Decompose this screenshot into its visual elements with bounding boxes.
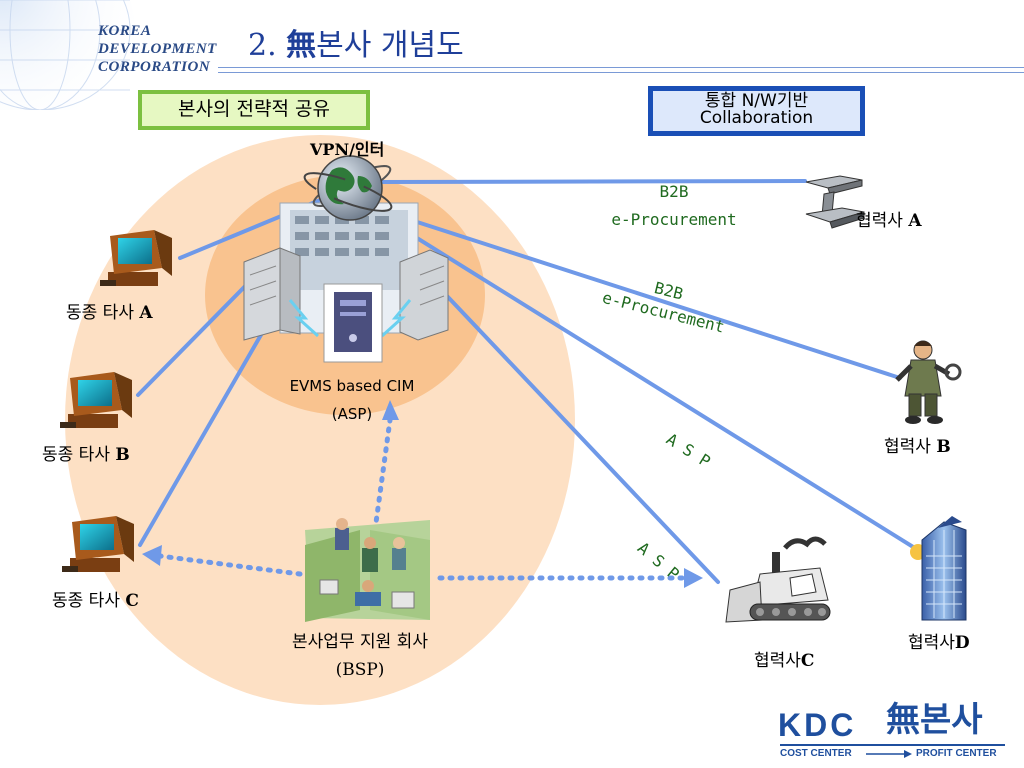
globe-watermark	[0, 0, 135, 110]
kdc-logo: KDC	[778, 708, 856, 742]
partner-label-d: 협력사D	[908, 628, 970, 653]
partner-b-name: 협력사	[884, 437, 931, 457]
kdc-hanja-text: 無본사	[886, 700, 983, 740]
peer-c-name: 동종 타사	[52, 591, 120, 611]
page-title: 2. 無본사 개념도	[248, 20, 464, 64]
title-number: 2.	[248, 28, 277, 63]
partner-label-b: 협력사 B	[884, 432, 951, 457]
network-badge-line-2: Collaboration	[699, 108, 814, 128]
header-rule	[218, 67, 1024, 73]
profit-center-text: PROFIT CENTER	[916, 748, 997, 759]
globe-icon	[303, 155, 393, 221]
kdc-hanja: 無본사	[886, 700, 983, 740]
partner-a-name: 협력사	[856, 211, 903, 231]
computer-icon-peer-b	[60, 372, 132, 428]
peer-label-a: 동종 타사 A	[66, 298, 153, 323]
partner-c-name: 협력사	[754, 651, 801, 671]
line-to-partner-a	[378, 179, 807, 184]
center-label-line-2: (ASP)	[331, 405, 373, 423]
cost-to-profit-arrowhead	[904, 750, 912, 758]
partner-b-suffix: B	[936, 437, 951, 457]
company-logo: KOREA DEVELOPMENT CORPORATION	[98, 22, 217, 76]
partner-label-a: 협력사 A	[856, 206, 922, 231]
peer-label-c: 동종 타사 C	[52, 586, 139, 611]
edge-label-b2b-a: B2B e-Procurement	[598, 178, 750, 234]
dotted-to-peer-c	[157, 553, 303, 577]
peer-c-suffix: C	[125, 591, 139, 611]
partner-d-suffix: D	[954, 633, 970, 653]
strategy-badge-text: 본사의 전략적 공유	[178, 98, 330, 120]
computer-icon-peer-c	[62, 516, 134, 572]
arrowhead-peer-c	[142, 545, 162, 566]
tower-building-icon	[910, 516, 967, 621]
company-line-1: KOREA	[98, 23, 152, 39]
dotted-to-center	[372, 417, 393, 533]
bulldozer-icon	[725, 536, 831, 623]
bsp-label: 본사업무 지원 회사 (BSP)	[270, 628, 450, 684]
vpn-label-text: VPN/인터	[310, 140, 385, 159]
company-line-3: CORPORATION	[98, 59, 211, 75]
cost-center-label: COST CENTER	[780, 748, 852, 759]
network-badge-line-1: 통합 N/W기반	[704, 91, 809, 111]
profit-center-label: PROFIT CENTER	[916, 748, 997, 759]
company-line-2: DEVELOPMENT	[98, 41, 217, 57]
edge-b2b-a-line-1: B2B	[659, 182, 689, 201]
partner-d-name: 협력사	[908, 633, 955, 653]
steel-beam-icon	[805, 175, 865, 229]
line-to-partner-b	[378, 208, 902, 380]
worker-icon	[895, 340, 962, 424]
peer-b-name: 동종 타사	[42, 445, 110, 465]
arrowhead-partner-c	[684, 568, 703, 588]
computer-icon-peer-a	[100, 230, 172, 286]
partner-label-c: 협력사C	[754, 646, 814, 671]
title-strong: 無	[286, 28, 317, 63]
partner-c-suffix: C	[800, 651, 815, 671]
kdc-logo-text: KDC	[778, 707, 857, 743]
arrowhead-center	[382, 400, 399, 420]
peer-label-b: 동종 타사 B	[42, 440, 130, 465]
peer-a-name: 동종 타사	[66, 303, 134, 323]
line-to-partner-d	[378, 213, 920, 552]
strategy-badge: 본사의 전략적 공유	[138, 90, 370, 130]
partner-a-suffix: A	[908, 211, 922, 231]
edge-b2b-a-line-2: e-Procurement	[611, 210, 737, 229]
bsp-label-line-1: 본사업무 지원 회사	[292, 632, 428, 652]
network-badge: 통합 N/W기반 Collaboration	[648, 86, 865, 136]
center-label: EVMS based CIM (ASP)	[272, 372, 432, 428]
vpn-label: VPN/인터	[310, 136, 384, 160]
server-cluster-icon	[243, 202, 449, 363]
office-team-icon	[305, 518, 430, 622]
cost-center-text: COST CENTER	[780, 748, 852, 759]
bsp-label-line-2: (BSP)	[335, 660, 385, 680]
peer-a-suffix: A	[139, 303, 153, 323]
peer-b-suffix: B	[115, 445, 130, 465]
title-rest: 본사 개념도	[316, 28, 464, 63]
center-label-line-1: EVMS based CIM	[289, 377, 415, 395]
